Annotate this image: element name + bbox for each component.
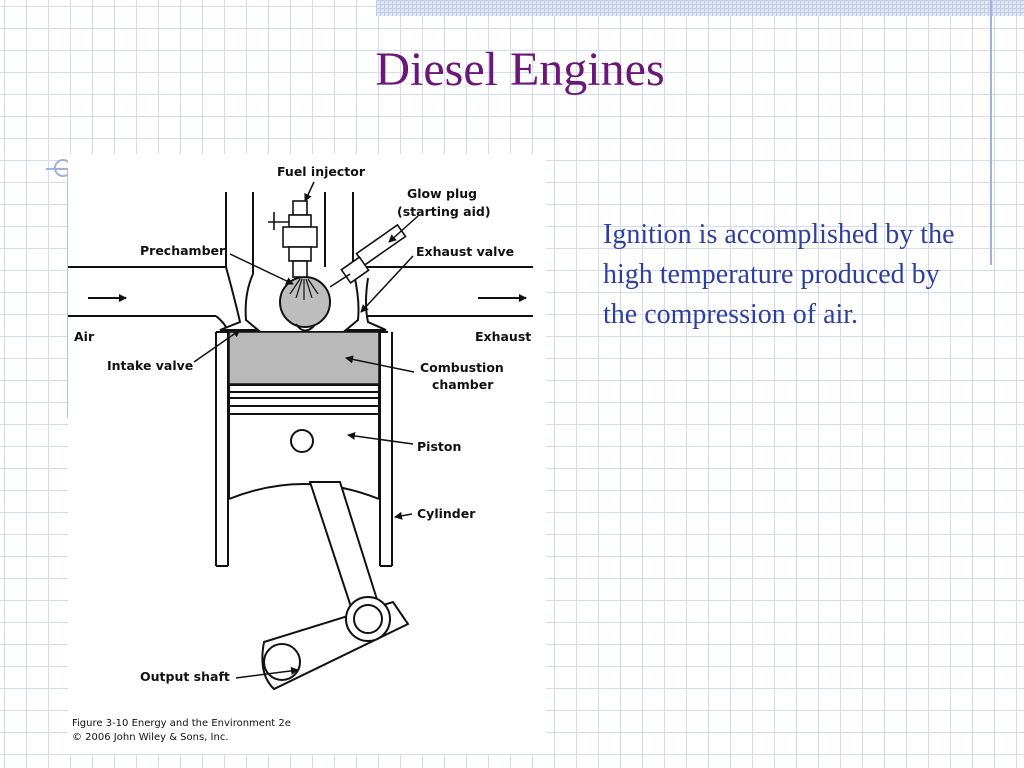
glow-plug [329, 223, 407, 288]
figure-caption-line1: Figure 3-10 Energy and the Environment 2… [72, 718, 291, 729]
header-decoration-band [376, 0, 1024, 16]
connecting-rod [261, 481, 410, 691]
intake-valve-label: Intake valve [107, 358, 193, 373]
decoration-left-line [67, 168, 68, 418]
air-label: Air [74, 329, 95, 344]
figure-caption-line2: © 2006 John Wiley & Sons, Inc. [72, 732, 229, 743]
leader-lines [193, 181, 419, 679]
exhaust-valve [343, 273, 387, 331]
diesel-engine-diagram: Fuel injector Glow plug (starting aid) P… [68, 154, 546, 754]
fuel-injector [268, 200, 318, 278]
exhaust-valve-label: Exhaust valve [416, 244, 514, 259]
combustion-chamber-area [228, 331, 380, 385]
fuel-injector-label: Fuel injector [277, 164, 366, 179]
output-shaft-label: Output shaft [140, 669, 230, 684]
intake-valve [219, 266, 261, 331]
combustion-chamber-label: Combustion [420, 360, 504, 375]
glow-plug-sublabel: (starting aid) [397, 204, 491, 219]
piston-label: Piston [417, 439, 461, 454]
slide-body-text: Ignition is accomplished by the high tem… [603, 219, 955, 330]
glow-plug-label: Glow plug [407, 186, 477, 201]
prechamber-label: Prechamber [140, 243, 226, 258]
cylinder-label: Cylinder [417, 506, 476, 521]
decoration-vertical-line [990, 0, 992, 265]
piston [228, 384, 380, 500]
slide-title: Diesel Engines [375, 43, 665, 96]
combustion-chamber-sublabel: chamber [432, 377, 494, 392]
prechamber [279, 276, 331, 332]
exhaust-label: Exhaust [475, 329, 531, 344]
